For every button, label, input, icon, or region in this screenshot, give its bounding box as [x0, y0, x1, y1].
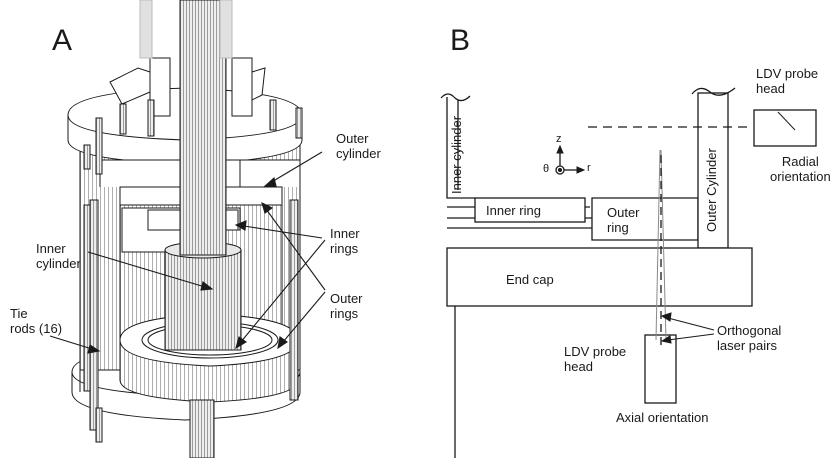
inner-cylinder-shaft [164, 249, 242, 351]
label-axial-orientation: Axial orientation [616, 410, 709, 425]
label-radial-orientation: Radial orientation [770, 154, 830, 184]
label-outer-ring: Outer ring [607, 205, 640, 235]
cylinder-assembly-drawing [67, 0, 303, 458]
axis-theta-label: θ [543, 163, 550, 175]
label-ldv-probe-head-top: LDV probe head [756, 66, 819, 96]
label-inner-rings: Inner rings [330, 226, 360, 256]
panel-b-arrowheads [556, 144, 715, 344]
ldv-probe-head-axial [644, 334, 677, 404]
end-cap [446, 247, 753, 307]
cross-section-drawing [440, 87, 817, 458]
label-end-cap: End cap [506, 272, 554, 287]
label-inner-cylinder-b: Inner cylinder [449, 115, 464, 194]
label-outer-cylinder-b: Outer Cylinder [704, 148, 719, 232]
label-tie-rods: Tie rods (16) [10, 306, 63, 336]
inner-ring [474, 197, 586, 223]
label-outer-cylinder: Outer cylinder [336, 131, 381, 161]
inner-cylinder-wall [446, 97, 475, 199]
outer-cylinder-wall [697, 92, 729, 249]
label-orthogonal-laser-pairs: Orthogonal laser pairs [717, 323, 782, 353]
ldv-probe-head-radial [753, 109, 817, 147]
label-outer-rings: Outer rings [330, 291, 363, 321]
panel-a-leaders [49, 151, 326, 354]
label-ldv-probe-head-bottom: LDV probe head [564, 344, 627, 374]
axis-r-label: r [587, 162, 591, 174]
axis-z-label: z [556, 133, 562, 145]
panel-b-letter: B [450, 24, 471, 57]
label-inner-cylinder: Inner cylinder [36, 241, 81, 271]
panel-a-letter: A [52, 24, 73, 57]
label-inner-ring: Inner ring [486, 203, 541, 218]
